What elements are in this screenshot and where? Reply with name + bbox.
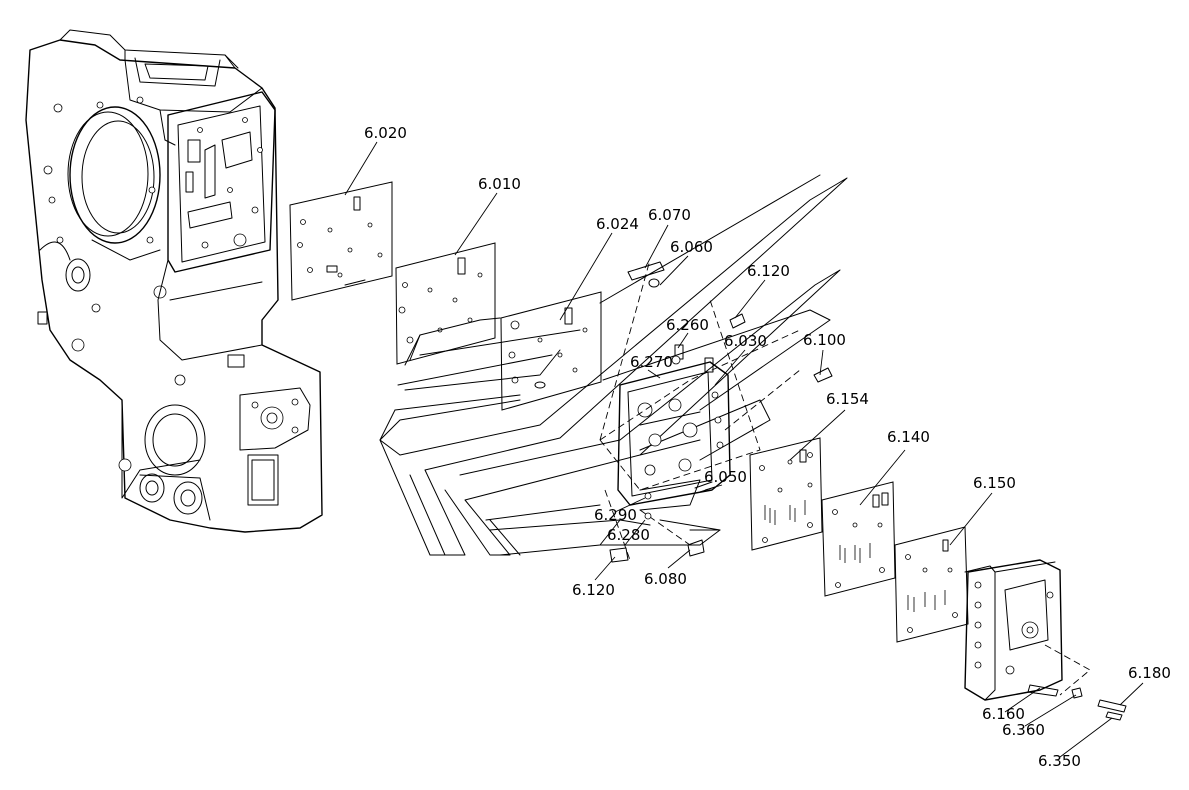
label-6360: 6.360 — [1002, 721, 1045, 739]
plate-6154 — [749, 437, 823, 551]
plate-6150 — [894, 526, 969, 643]
label-6150: 6.150 — [973, 474, 1016, 492]
end-cover — [964, 559, 1127, 721]
label-6070: 6.070 — [648, 206, 691, 224]
label-6050: 6.050 — [704, 468, 747, 486]
gasket-6010 — [395, 242, 496, 365]
label-6024: 6.024 — [596, 215, 639, 233]
label-6280: 6.280 — [607, 526, 650, 544]
label-6120-top: 6.120 — [747, 262, 790, 280]
label-6080: 6.080 — [644, 570, 687, 588]
leader-lines — [344, 141, 1144, 758]
label-6030: 6.030 — [724, 332, 767, 350]
label-6350: 6.350 — [1038, 752, 1081, 770]
transmission-housing — [25, 29, 323, 533]
label-6180: 6.180 — [1128, 664, 1171, 682]
label-6154: 6.154 — [826, 390, 869, 408]
label-6260: 6.260 — [666, 316, 709, 334]
label-6290: 6.290 — [594, 506, 637, 524]
label-6270: 6.270 — [630, 353, 673, 371]
chevron-plates — [379, 174, 848, 556]
valve-body — [599, 259, 801, 561]
label-6140: 6.140 — [887, 428, 930, 446]
gasket-6020 — [289, 181, 393, 301]
label-6160: 6.160 — [982, 705, 1025, 723]
small-parts — [609, 261, 833, 563]
plate-6140 — [821, 481, 896, 597]
label-6100: 6.100 — [803, 331, 846, 349]
part-labels: 6.020 6.010 6.024 6.070 6.060 6.120 6.26… — [364, 124, 1171, 770]
gasket-6024 — [500, 291, 602, 411]
label-6060: 6.060 — [670, 238, 713, 256]
label-6010: 6.010 — [478, 175, 521, 193]
label-6120-bottom: 6.120 — [572, 581, 615, 599]
label-6020: 6.020 — [364, 124, 407, 142]
